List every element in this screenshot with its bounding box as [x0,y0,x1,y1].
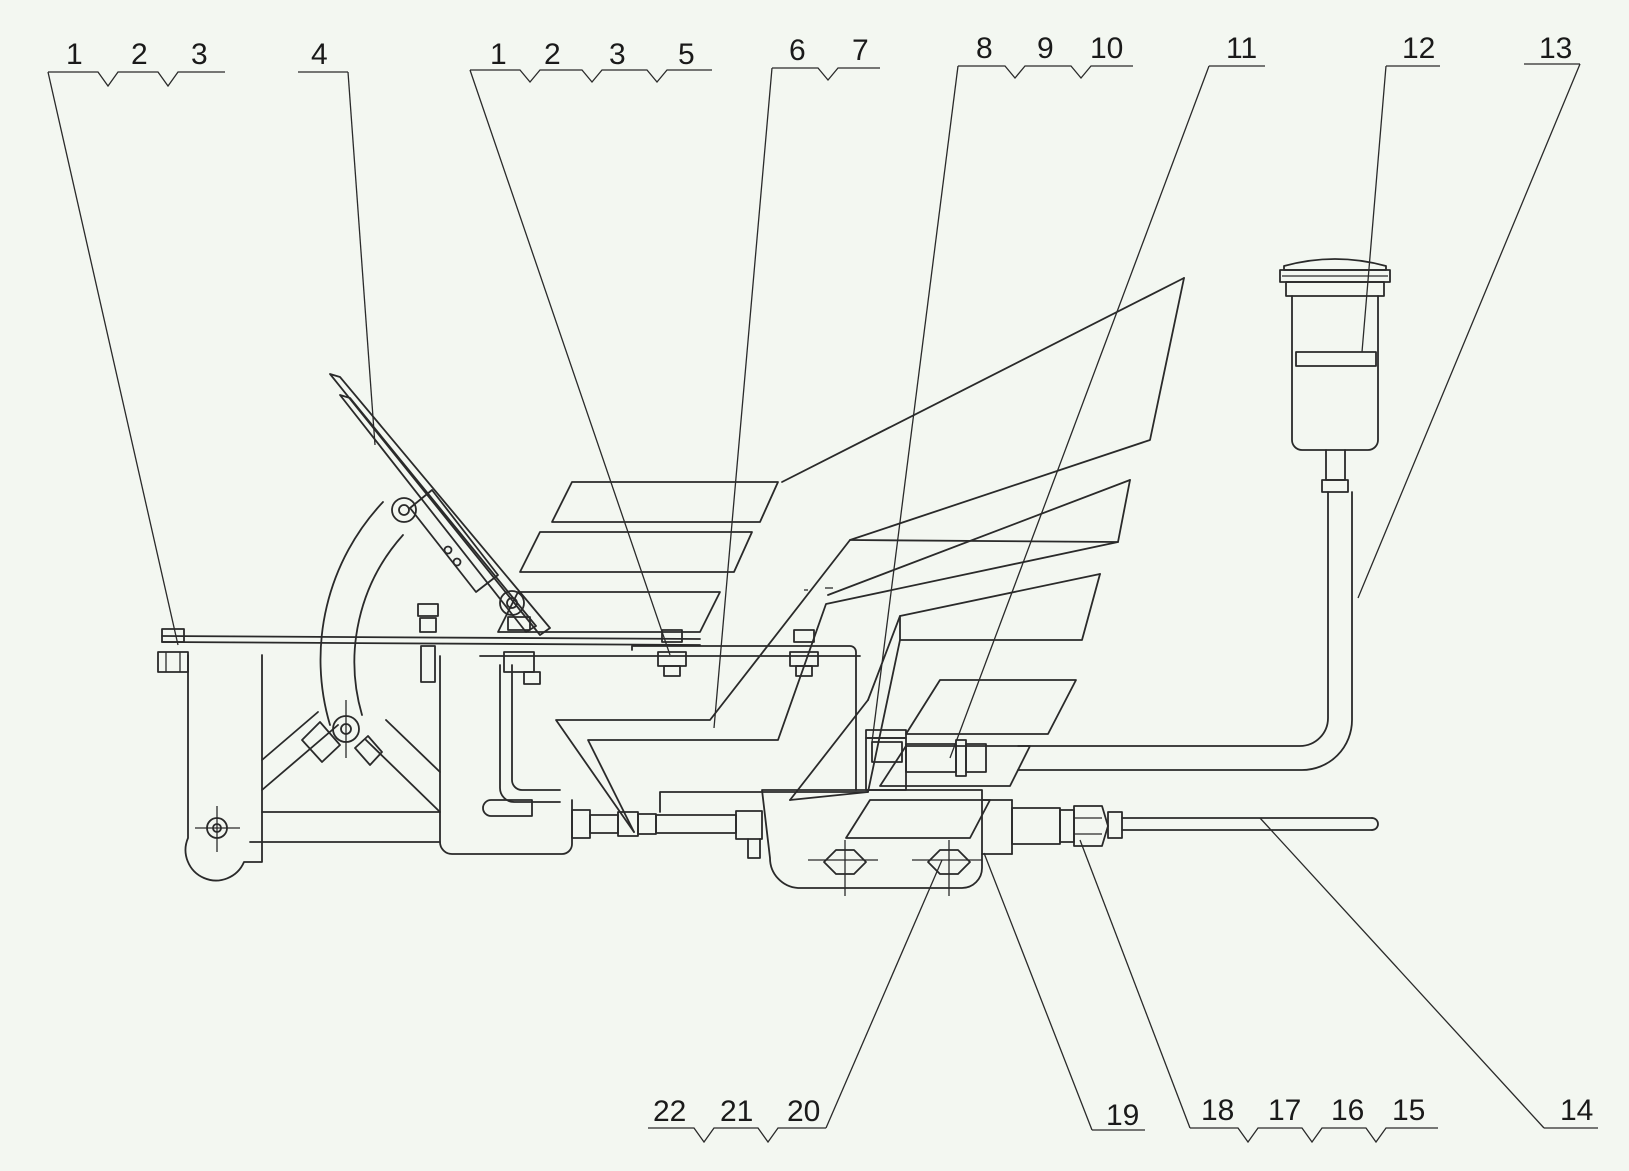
bolt-upper-center [417,603,439,683]
callout-13: 13 [1524,32,1580,65]
main-rod [161,635,861,657]
pedal-plate [329,373,551,636]
fluid-reservoir [1279,258,1391,493]
callout-label: 11 [1226,32,1257,65]
callout-label: 18 [1201,1094,1234,1127]
callout-label: 21 [720,1095,753,1128]
callout-label: 17 [1268,1094,1301,1127]
callout-label: 14 [1560,1094,1593,1127]
bolt-pedal-pivot [503,616,541,685]
outlet-fitting [1011,805,1379,847]
pedal-quadrant [319,501,404,726]
callout-label: 10 [1090,32,1123,65]
piping-plates [497,481,1077,839]
callout-12: 12 [1386,32,1440,67]
callout-group-18-17-16-15: 18 17 16 15 [1190,1094,1438,1144]
callout-group-1-2-3-5-mid: 1 2 3 5 [470,38,712,84]
callout-label: 1 [490,38,507,71]
callout-label: 5 [678,38,695,71]
reference-marks [804,587,833,591]
callout-label: 22 [653,1095,686,1128]
bolt-left [157,628,189,673]
callout-group-8-9-10: 8 9 10 [958,32,1133,80]
callout-label: 1 [66,38,83,71]
callout-19: 19 [1092,1099,1145,1132]
callout-label: 3 [191,38,208,71]
callout-11: 11 [1209,32,1265,67]
callout-14: 14 [1544,1094,1598,1129]
callout-label: 15 [1392,1094,1425,1127]
callout-group-6-7: 6 7 [772,34,880,82]
callout-label: 2 [544,38,561,71]
callout-label: 7 [852,34,869,67]
callout-label: 2 [131,38,148,71]
brake-tube-routes [555,277,1185,833]
callout-label: 19 [1106,1099,1139,1132]
callout-label: 6 [789,34,806,67]
callout-label: 13 [1539,32,1572,65]
callout-label: 12 [1402,32,1435,65]
callout-label: 3 [609,38,626,71]
master-cylinder [571,809,763,859]
pivot-bracket [184,654,441,882]
callout-label: 16 [1331,1094,1364,1127]
callout-label: 4 [311,38,328,71]
mounting-plate [439,645,857,855]
callout-group-1-2-3-left: 1 2 3 [48,38,225,88]
callout-label: 20 [787,1095,820,1128]
callout-label: 8 [976,32,993,65]
callout-4: 4 [298,38,348,73]
leader-lines [47,63,1581,1131]
bolt-mid [657,629,687,677]
callout-group-22-21-20: 22 21 20 [648,1095,826,1144]
valve-body [761,737,1013,896]
callout-label: 9 [1037,32,1054,65]
